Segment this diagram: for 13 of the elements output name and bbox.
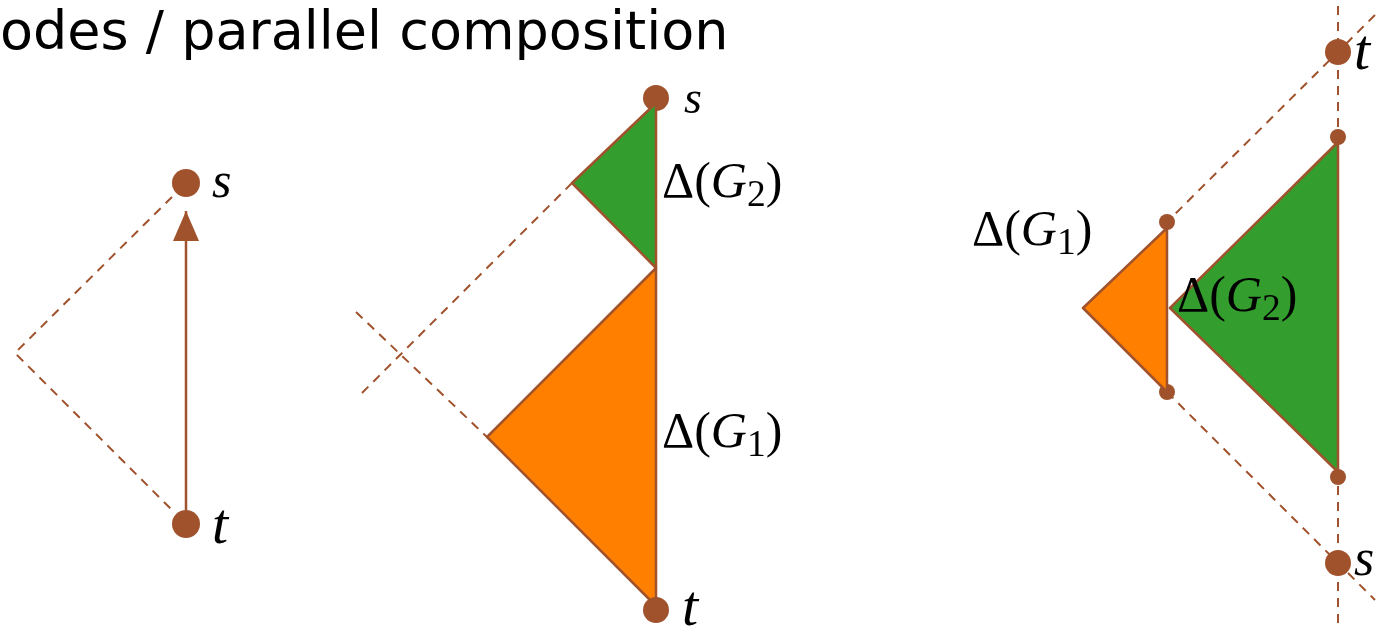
subgraph-label: Δ(G$_{2}$) — [662, 151, 783, 210]
arrow — [173, 211, 199, 510]
subgraph-label: Δ(G$_{1}$) — [662, 401, 783, 460]
subgraph-label: Δ(G$_{2}$) — [1177, 265, 1298, 324]
vertex-label: s — [212, 151, 232, 210]
dashed-connector — [13, 195, 173, 511]
slide-title: odes / parallel composition — [0, 0, 729, 62]
vertex-label: t — [212, 494, 229, 554]
vertex-label: t — [682, 576, 699, 634]
vertex-label: t — [1354, 20, 1371, 80]
vertex-label: s — [1354, 528, 1375, 588]
vertex-label: s — [684, 71, 702, 125]
subgraph-label: Δ(G$_{1}$) — [972, 199, 1093, 258]
